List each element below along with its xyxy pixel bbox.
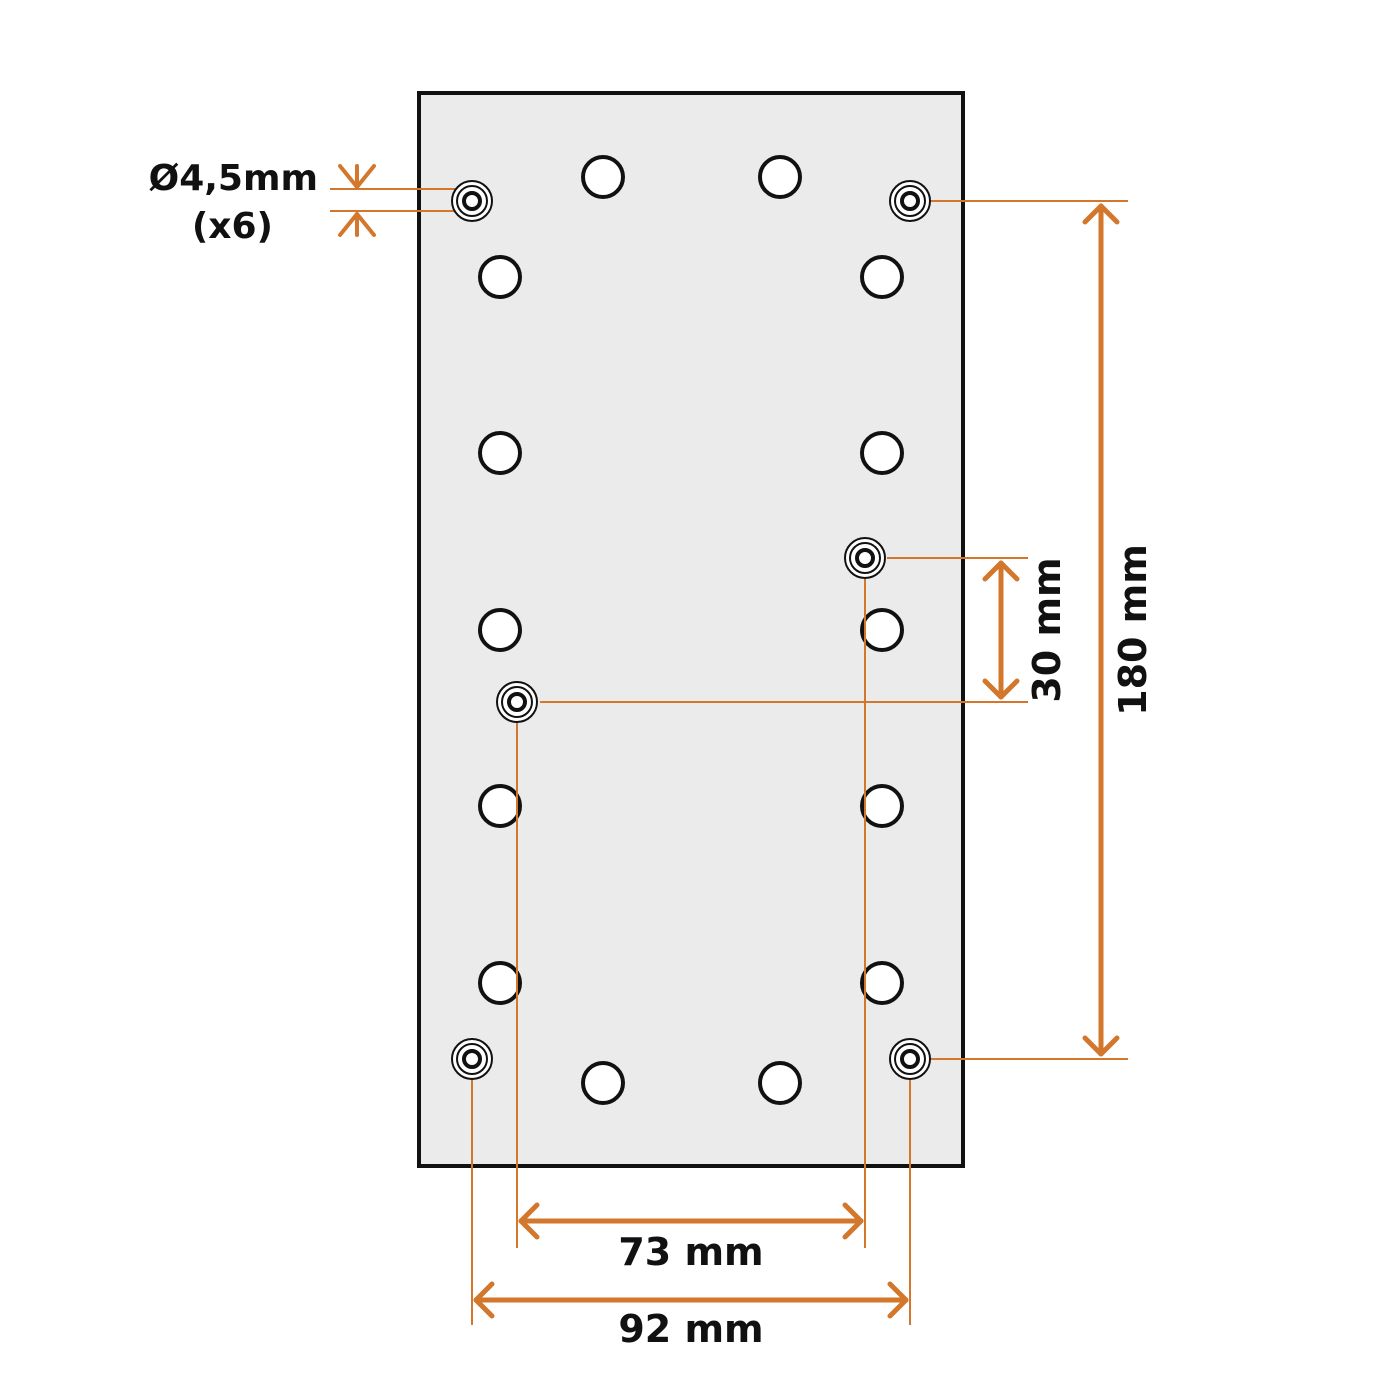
dust-hole bbox=[478, 784, 522, 828]
dim-30-label: 30 mm bbox=[1025, 557, 1069, 702]
dust-hole bbox=[758, 155, 802, 199]
dust-hole bbox=[581, 155, 625, 199]
dust-hole bbox=[478, 431, 522, 475]
dust-hole bbox=[758, 1061, 802, 1105]
mounting-hole bbox=[844, 537, 886, 579]
dust-hole bbox=[478, 608, 522, 652]
dust-hole bbox=[860, 961, 904, 1005]
dim-180-label: 180 mm bbox=[1111, 544, 1155, 716]
dimension-arrows bbox=[338, 164, 1120, 1319]
hole-diameter-label: Ø4,5mm bbox=[149, 158, 318, 199]
mounting-hole bbox=[496, 681, 538, 723]
mounting-holes bbox=[451, 180, 931, 1080]
mounting-hole bbox=[451, 1038, 493, 1080]
dust-hole bbox=[581, 1061, 625, 1105]
dust-hole bbox=[860, 255, 904, 299]
dust-hole bbox=[860, 784, 904, 828]
extension-lines bbox=[330, 188, 1128, 1325]
dust-hole bbox=[860, 608, 904, 652]
dim-92-label: 92 mm bbox=[618, 1307, 763, 1351]
dust-hole bbox=[478, 961, 522, 1005]
dust-holes bbox=[478, 155, 904, 1105]
dim-73-label: 73 mm bbox=[618, 1230, 763, 1274]
mounting-hole bbox=[889, 1038, 931, 1080]
dust-hole bbox=[478, 255, 522, 299]
mounting-hole bbox=[451, 180, 493, 222]
hole-count-label: (x6) bbox=[192, 206, 273, 247]
dust-hole bbox=[860, 431, 904, 475]
mounting-hole bbox=[889, 180, 931, 222]
